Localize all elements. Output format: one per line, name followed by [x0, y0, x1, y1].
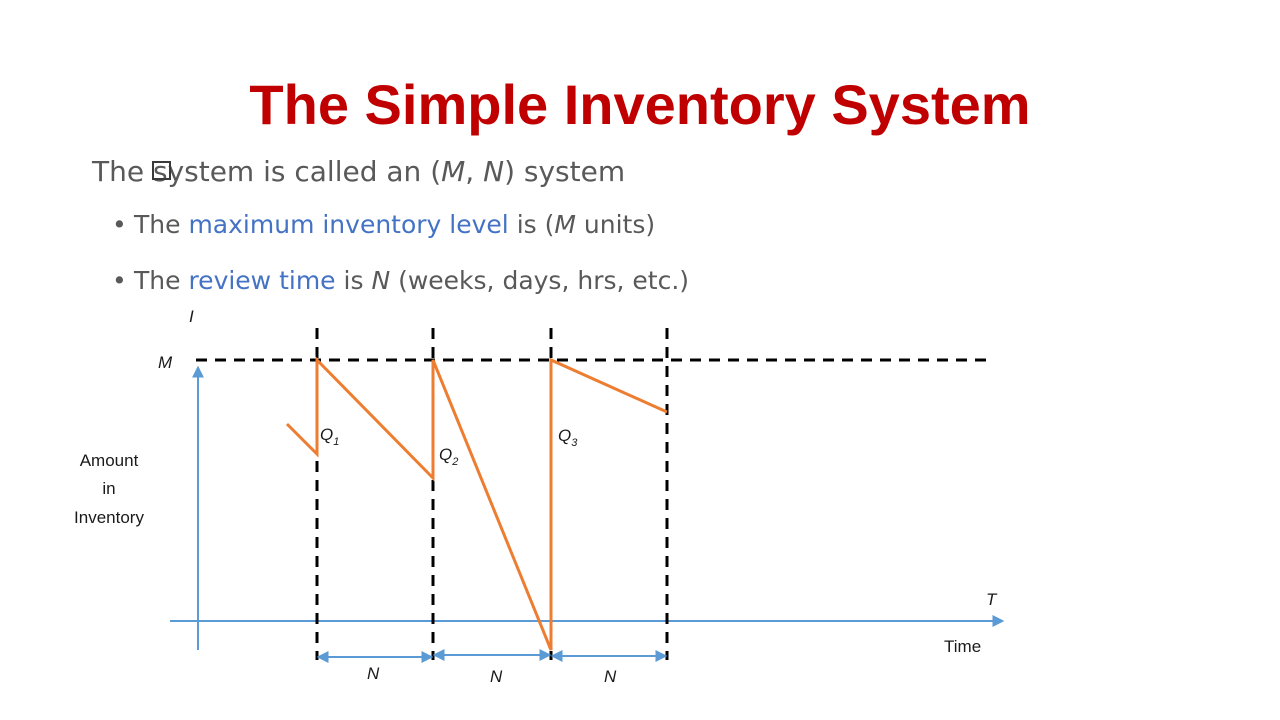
- y-axis-title-line-2: in: [102, 479, 115, 498]
- slide-title: The Simple Inventory System: [249, 73, 1031, 136]
- y-axis-title-line-1: Amount: [80, 451, 139, 470]
- y-axis-title-line-3: Inventory: [74, 508, 144, 527]
- y-axis-letter: I: [189, 307, 194, 326]
- order-label-3: Q3: [558, 426, 578, 449]
- main-bullet: The system is called an (M, N) system: [92, 155, 626, 188]
- sub-bullet-max-inventory: •The maximum inventory level is (M units…: [112, 208, 655, 242]
- bullet-dot-icon: •: [112, 210, 127, 239]
- highlight-max-inventory: maximum inventory level: [188, 210, 509, 239]
- inventory-level-curve: [285, 356, 668, 651]
- square-bullet-icon: [152, 161, 171, 180]
- x-axis-letter: T: [986, 590, 998, 609]
- highlight-review-time: review time: [188, 266, 336, 295]
- period-label-3: N: [604, 667, 617, 686]
- period-label-2: N: [490, 667, 503, 686]
- period-label-1: N: [367, 664, 380, 683]
- bullet-dot-icon: •: [112, 266, 127, 295]
- order-label-2: Q2: [439, 445, 458, 468]
- max-label: M: [158, 353, 173, 372]
- x-axis-title: Time: [944, 637, 981, 656]
- sub-bullet-review-time: •The review time is N (weeks, days, hrs,…: [112, 264, 689, 298]
- order-label-1: Q1: [320, 425, 339, 448]
